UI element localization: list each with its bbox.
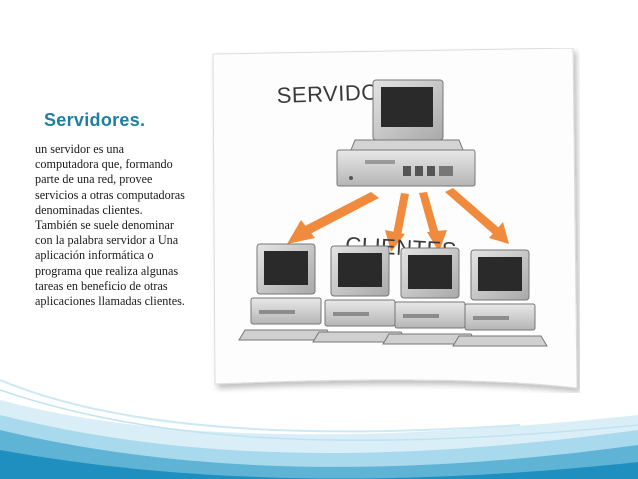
decorative-waves <box>0 379 638 479</box>
client-computer-3 <box>382 247 478 345</box>
connection-arrows <box>287 188 509 252</box>
arrow-4 <box>445 188 509 244</box>
server-computer <box>336 79 476 187</box>
client-server-diagram: SERVIDOR CLIENTES <box>212 48 578 389</box>
arrow-3 <box>419 192 447 252</box>
server-screen <box>381 87 433 127</box>
arrow-1 <box>287 192 379 244</box>
client-computer-1 <box>238 243 334 341</box>
slide-body-text: un servidor es una computadora que, form… <box>35 142 185 309</box>
arrow-2 <box>385 193 409 252</box>
client-computer-4 <box>452 249 548 347</box>
client-computer-2 <box>312 245 408 343</box>
slide-title: Servidores. <box>44 110 146 130</box>
